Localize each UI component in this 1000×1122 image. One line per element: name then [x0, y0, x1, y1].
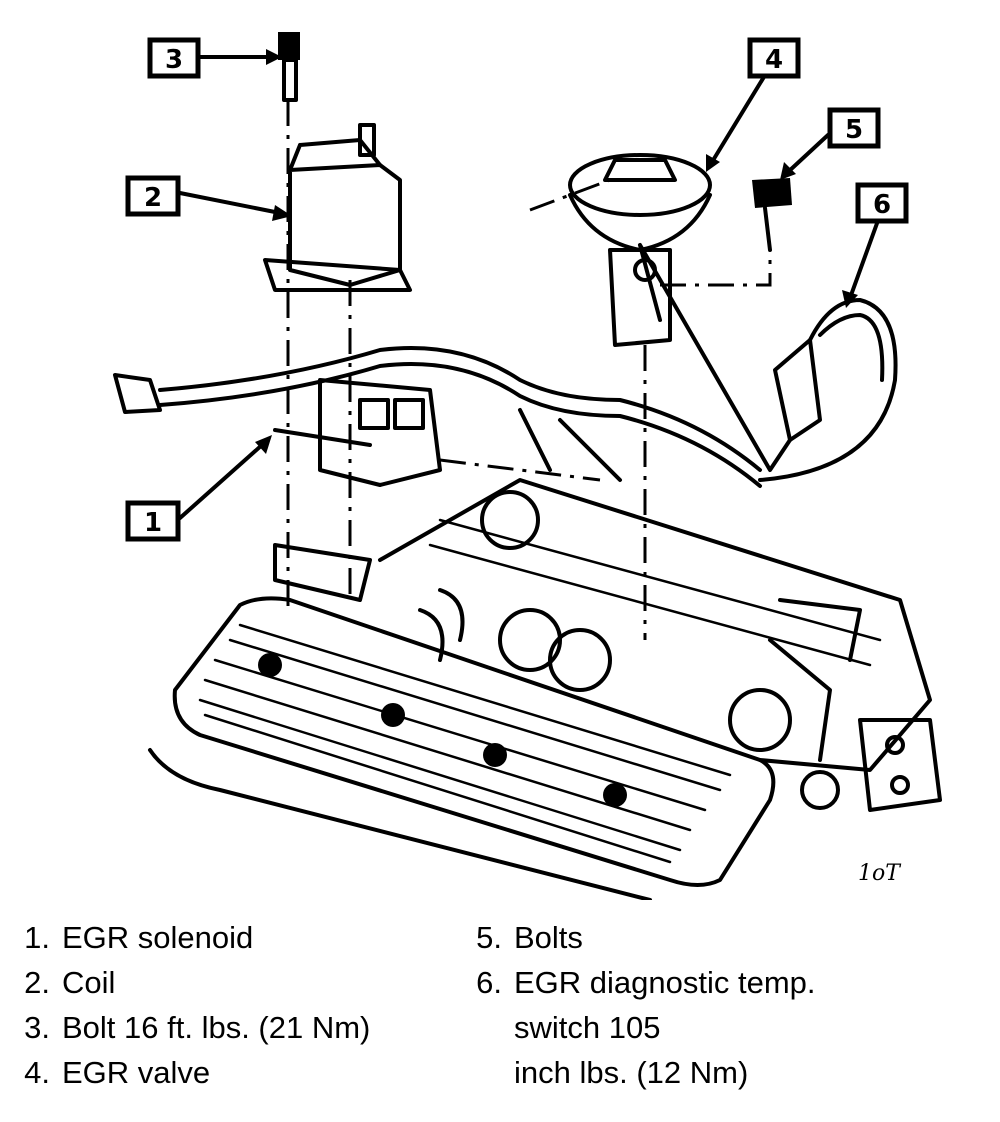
wiring-harness: [113, 346, 762, 488]
legend-item-continuation: inch lbs. (12 Nm): [514, 1055, 749, 1090]
callout-5: 5: [827, 107, 881, 149]
egr-solenoid: [273, 378, 442, 487]
callout-2: 2: [125, 175, 181, 217]
coil-bolt: [278, 32, 300, 102]
legend-left-column: 1.EGR solenoid 2.Coil 3.Bolt 16 ft. lbs.…: [0, 915, 370, 1095]
intake-manifold: [378, 478, 942, 812]
egr-assembly-diagram: 3 2 1 4 5 6 1oT: [113, 32, 942, 900]
callout-1: 1: [125, 500, 181, 542]
svg-text:1: 1: [144, 508, 162, 538]
callout-6: 6: [855, 182, 909, 224]
leader-lines: [178, 49, 882, 520]
svg-text:6: 6: [873, 190, 891, 220]
callout-4: 4: [747, 37, 801, 79]
legend-item: 1.EGR solenoid: [24, 920, 254, 955]
legend-item: 3.Bolt 16 ft. lbs. (21 Nm): [24, 1010, 371, 1045]
legend-item: 5.Bolts: [476, 920, 583, 955]
svg-text:3: 3: [165, 45, 183, 75]
legend-item-continuation: switch 105: [514, 1010, 661, 1045]
egr-bolt: [752, 178, 792, 252]
svg-text:5: 5: [845, 115, 863, 145]
legend-item: 4.EGR valve: [24, 1055, 211, 1090]
legend-right-column: 5.Bolts 6.EGR diagnostic temp. switch 10…: [452, 915, 816, 1095]
legend-item: 2.Coil: [24, 965, 116, 1000]
callout-3: 3: [147, 37, 201, 79]
figure-code: 1oT: [858, 861, 902, 886]
egr-temp-switch: [758, 298, 898, 482]
alignment-lines: [286, 100, 772, 640]
ignition-coil: [263, 123, 412, 602]
svg-text:4: 4: [765, 45, 783, 75]
legend-item: 6.EGR diagnostic temp.: [476, 965, 816, 1000]
valve-cover: [148, 596, 776, 900]
svg-text:2: 2: [144, 183, 162, 213]
